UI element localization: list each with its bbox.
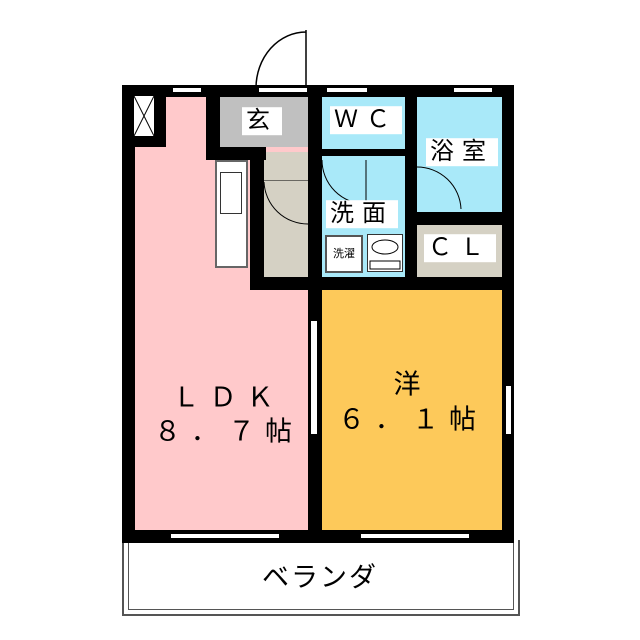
wall <box>122 85 135 543</box>
washer: 洗濯 <box>325 235 363 273</box>
vent-icon <box>133 95 155 137</box>
room-western <box>322 290 502 530</box>
basin-icon <box>367 234 403 272</box>
label-washroom: 洗面 <box>326 200 398 228</box>
door-swing-icon <box>417 166 462 210</box>
label-western-size: ６．１帖 <box>338 404 486 436</box>
sink-icon <box>220 172 242 214</box>
label-closet: ＣＬ <box>424 234 496 262</box>
door-swing-icon <box>264 180 309 225</box>
label-wc: ＷＣ <box>330 106 402 134</box>
wall <box>502 85 514 543</box>
label-western: 洋 <box>393 369 431 401</box>
label-balcony: ベランダ <box>262 562 378 594</box>
label-bath: 浴室 <box>426 138 498 166</box>
label-entrance: 玄 <box>242 107 282 135</box>
hallway <box>263 152 310 280</box>
label-ldk: ＬＤＫ <box>172 382 284 414</box>
entrance-door-icon <box>255 30 307 89</box>
label-ldk-size: ８．７帖 <box>154 416 302 448</box>
balcony <box>122 540 520 616</box>
